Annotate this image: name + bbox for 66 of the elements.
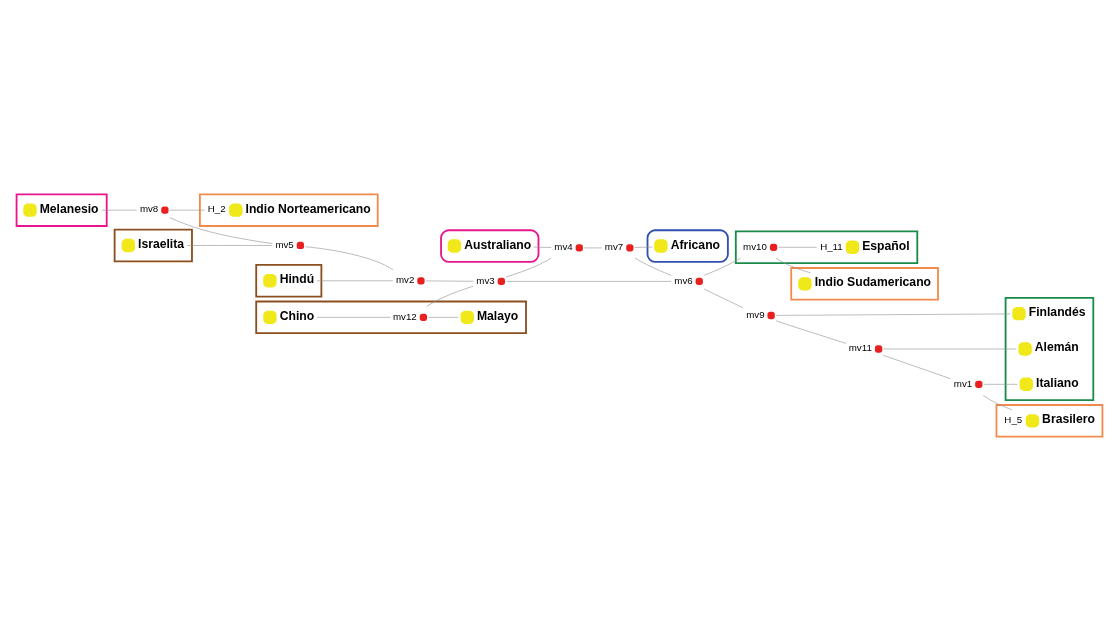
connector [703, 288, 744, 309]
node-label: mv1 [953, 377, 973, 389]
connector [778, 247, 817, 248]
connector [533, 246, 552, 248]
node-label: H_5 [1004, 414, 1023, 426]
connector [506, 257, 552, 278]
cluster [198, 193, 379, 227]
node-label: Australiano [464, 237, 532, 252]
cluster [255, 264, 323, 298]
node-label: Malayo [476, 308, 519, 323]
connector [186, 245, 273, 246]
node-label: Africano [670, 237, 721, 252]
node-label: Alemán [1034, 340, 1079, 355]
node-label: Hindú [279, 272, 315, 287]
connector [428, 317, 459, 318]
node-label: mv8 [139, 203, 159, 215]
cluster [646, 229, 729, 263]
connector [506, 281, 672, 282]
node-label: mv2 [395, 274, 415, 286]
connector [426, 285, 474, 307]
connector [775, 313, 1011, 316]
node-label: mv9 [746, 308, 765, 320]
connector [634, 257, 672, 276]
node-label: mv6 [674, 274, 693, 286]
connector [883, 355, 951, 380]
connector [982, 395, 1013, 411]
cluster [440, 229, 540, 263]
connector [883, 348, 1017, 350]
connector [775, 257, 811, 274]
cluster [113, 228, 193, 263]
cluster [790, 267, 939, 301]
node-label: Italiano [1036, 375, 1079, 390]
node-label: mv5 [275, 238, 294, 250]
node-label: mv7 [604, 241, 624, 253]
node-label: mv3 [476, 274, 495, 286]
node-label: Español [862, 238, 910, 253]
connector [305, 246, 394, 271]
connector [634, 246, 653, 248]
cluster [15, 193, 108, 227]
node-label: Chino [279, 308, 315, 323]
node-label: mv10 [743, 240, 767, 252]
connector [316, 317, 391, 318]
node-label: Brasilero [1042, 412, 1095, 427]
cluster [1004, 296, 1095, 402]
connector [425, 280, 474, 282]
node-label: mv12 [392, 310, 417, 322]
node-label: mv11 [848, 342, 872, 354]
node-label: Israelita [138, 236, 185, 251]
node-label: Indio Sudamericano [814, 275, 932, 290]
cluster [255, 300, 527, 335]
node-label: mv4 [554, 241, 573, 253]
cluster [995, 404, 1104, 438]
node-label: Melanesio [39, 201, 99, 216]
node-label: Finlandés [1028, 305, 1086, 320]
node-label: H_2 [207, 203, 226, 215]
connector [169, 217, 273, 244]
connector [101, 209, 137, 211]
connector [169, 209, 205, 211]
connector [775, 320, 847, 344]
connector [704, 257, 741, 276]
connector [583, 247, 603, 249]
node-label: Indio Norteamericano [245, 201, 371, 216]
connector [983, 384, 1018, 385]
connector [316, 280, 394, 282]
node-label: H_11 [820, 240, 843, 252]
cluster [734, 230, 919, 265]
